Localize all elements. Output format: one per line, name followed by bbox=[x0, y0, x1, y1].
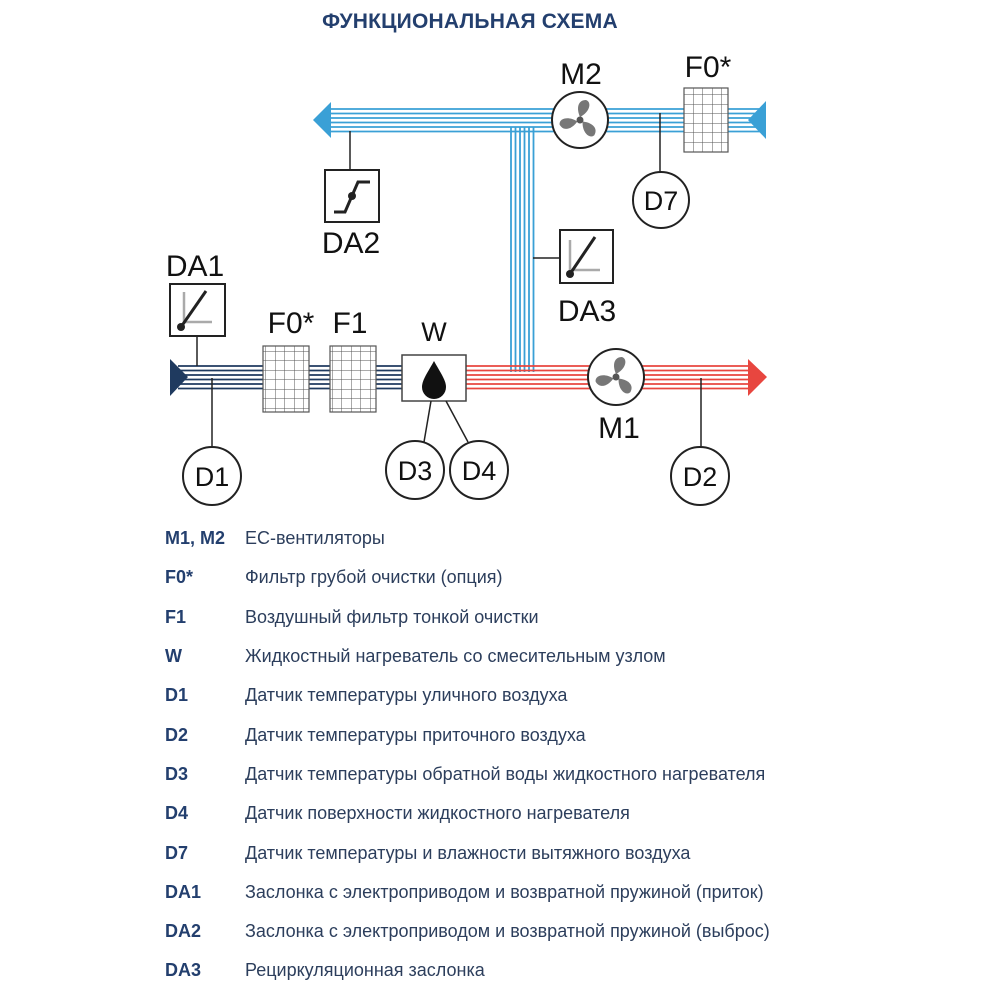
legend-code: F0* bbox=[165, 567, 194, 588]
filter-f1-label: F1 bbox=[332, 307, 367, 340]
legend-description: ЕС-вентиляторы bbox=[245, 528, 385, 549]
legend-description: Датчик температуры обратной воды жидкост… bbox=[245, 763, 766, 784]
legend-row: D4 Датчик поверхности жидкостного нагрева… bbox=[165, 794, 985, 833]
legend-row: DA2 Заслонка с электроприводом и возвратн… bbox=[165, 912, 985, 951]
sensor-d7-label: D7 bbox=[644, 186, 679, 216]
damper-da2 bbox=[324, 131, 380, 223]
legend-code: DA2 bbox=[165, 921, 202, 942]
legend-code: W bbox=[165, 646, 182, 667]
legend-code: DA1 bbox=[165, 881, 202, 902]
sensor-d3: D3 bbox=[385, 400, 445, 500]
filter-f1-supply bbox=[329, 345, 377, 413]
legend-code: D4 bbox=[165, 803, 189, 824]
legend-row: W Жидкостный нагреватель со смесительным … bbox=[165, 637, 985, 676]
fan-icon bbox=[559, 100, 596, 137]
legend-code: DA3 bbox=[165, 960, 202, 981]
fan-icon bbox=[595, 357, 632, 394]
legend-row: F0* Фильтр грубой очистки (опция) bbox=[165, 558, 985, 597]
fan-m1 bbox=[587, 348, 645, 406]
damper-da1-label: DA1 bbox=[166, 250, 224, 283]
page-title: ФУНКЦИОНАЛЬНАЯ СХЕМА bbox=[322, 10, 618, 33]
legend-description: Жидкостный нагреватель со смесительным у… bbox=[245, 646, 666, 667]
filter-f0-exhaust-label: F0* bbox=[685, 51, 732, 84]
water-drop-icon bbox=[422, 361, 446, 399]
damper-da3-label: DA3 bbox=[558, 295, 616, 328]
legend-row: D7 Датчик температуры и влажности вытяжно… bbox=[165, 833, 985, 872]
functional-diagram: D7 D1 D3 D4 D2 M2 F0* DA2 DA1 DA3 F0* F1… bbox=[166, 51, 767, 506]
sensor-d4-label: D4 bbox=[462, 456, 497, 486]
legend-description: Датчик температуры и влажности вытяжного… bbox=[245, 842, 691, 863]
filter-f0-supply-label: F0* bbox=[268, 307, 315, 340]
legend-description: Рециркуляционная заслонка bbox=[245, 960, 485, 981]
legend-code: D1 bbox=[165, 685, 189, 706]
legend-description: Датчик температуры уличного воздуха bbox=[245, 685, 568, 706]
damper-da1 bbox=[169, 283, 226, 366]
damper-icon bbox=[334, 180, 370, 214]
legend-row: D1 Датчик температуры уличного воздуха bbox=[165, 676, 985, 715]
legend-description: Заслонка с электроприводом и возвратной … bbox=[245, 881, 764, 902]
sensor-d3-label: D3 bbox=[398, 456, 433, 486]
supply-inlet-arrow bbox=[170, 359, 188, 396]
sensor-d2-label: D2 bbox=[683, 462, 718, 492]
water-heater bbox=[401, 354, 467, 402]
filter-f0-exhaust bbox=[683, 87, 729, 153]
legend-description: Заслонка с электроприводом и возвратной … bbox=[245, 921, 770, 942]
sensor-d1: D1 bbox=[182, 378, 242, 506]
damper-da3 bbox=[533, 229, 614, 284]
legend-code: F1 bbox=[165, 606, 187, 627]
fan-m2 bbox=[551, 91, 609, 149]
exhaust-outlet-arrow bbox=[313, 102, 331, 138]
legend-row: F1 Воздушный фильтр тонкой очистки bbox=[165, 598, 985, 637]
legend-description: Датчик поверхности жидкостного нагревате… bbox=[245, 803, 630, 824]
sensor-d7: D7 bbox=[632, 113, 690, 229]
legend-description: Фильтр грубой очистки (опция) bbox=[245, 567, 503, 588]
legend-row: DA1 Заслонка с электроприводом и возвратн… bbox=[165, 873, 985, 912]
heater-w-label: W bbox=[421, 317, 447, 347]
damper-da2-label: DA2 bbox=[322, 227, 380, 260]
fan-m2-label: M2 bbox=[560, 58, 602, 91]
exhaust-inlet-arrow bbox=[748, 101, 766, 139]
damper-icon bbox=[177, 290, 212, 331]
filter-f0-supply bbox=[262, 345, 310, 413]
legend-description: Воздушный фильтр тонкой очистки bbox=[245, 606, 539, 627]
legend-row: M1, M2 ЕС-вентиляторы bbox=[165, 519, 985, 558]
fan-m1-label: M1 bbox=[598, 412, 640, 445]
legend-row: D2 Датчик температуры приточного воздуха bbox=[165, 715, 985, 754]
sensor-d4: D4 bbox=[445, 400, 509, 500]
legend-row: DA3 Рециркуляционная заслонка bbox=[165, 951, 985, 990]
legend-row: D3 Датчик температуры обратной воды жидко… bbox=[165, 755, 985, 794]
legend-description: Датчик температуры приточного воздуха bbox=[245, 724, 586, 745]
legend-code: M1, M2 bbox=[165, 528, 226, 549]
legend-code: D3 bbox=[165, 763, 189, 784]
legend-code: D2 bbox=[165, 724, 189, 745]
supply-outlet-arrow bbox=[748, 359, 767, 396]
recirculation-duct bbox=[510, 127, 535, 372]
sensor-d1-label: D1 bbox=[195, 462, 230, 492]
damper-icon bbox=[566, 236, 600, 278]
sensor-d2: D2 bbox=[670, 378, 730, 506]
legend: M1, M2 ЕС-вентиляторы F0* Фильтр грубой оч… bbox=[165, 519, 985, 991]
legend-code: D7 bbox=[165, 842, 189, 863]
